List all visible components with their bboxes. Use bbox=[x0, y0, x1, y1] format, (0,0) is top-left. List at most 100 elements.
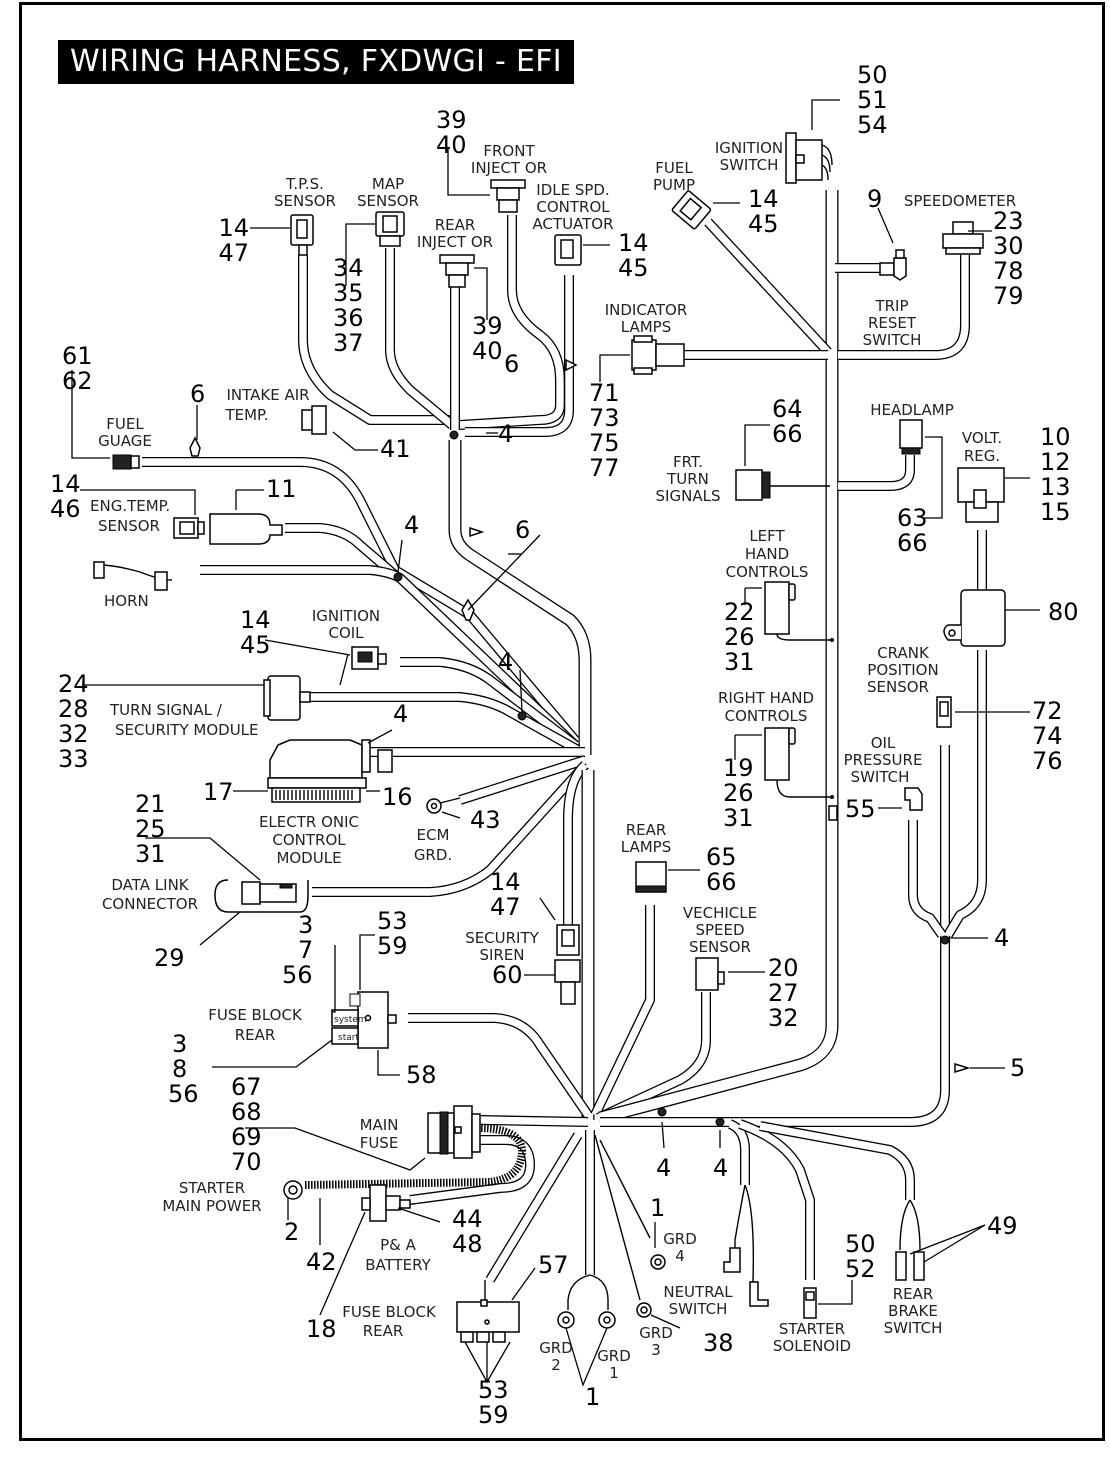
volt-reg-label: REG. bbox=[964, 447, 1000, 465]
clip-6-ref: 6 bbox=[190, 380, 205, 408]
fuse-block-rear-lower[interactable] bbox=[456, 1299, 520, 1343]
rear-brake-label: SWITCH bbox=[884, 1319, 943, 1337]
oil-pressure-ref: 55 bbox=[845, 795, 876, 823]
oil-pressure-label: PRESSURE bbox=[844, 751, 923, 769]
frt-turn-label: SIGNALS bbox=[656, 487, 721, 505]
rear-brake-label: REAR bbox=[893, 1285, 934, 1303]
headlamp-ref: 63 bbox=[897, 504, 928, 532]
rear-brake-switch-connectors[interactable] bbox=[895, 1251, 925, 1281]
data-link-connector[interactable] bbox=[214, 879, 309, 913]
speedometer-connector[interactable] bbox=[942, 221, 984, 255]
ecm-ground-terminal[interactable] bbox=[426, 797, 461, 814]
ground-terminal-grd2[interactable] bbox=[557, 1311, 575, 1329]
ground-terminal-grd3[interactable] bbox=[636, 1302, 652, 1318]
pa-battery-connector[interactable] bbox=[361, 1184, 411, 1222]
fuse-block-upper-label: REAR bbox=[235, 1026, 276, 1044]
eng-temp-sensor-connector[interactable] bbox=[173, 517, 205, 539]
security-siren-label: SECURITY bbox=[465, 929, 539, 947]
grd3-ref: 38 bbox=[703, 1329, 734, 1357]
left-hand-controls-ref: 31 bbox=[724, 648, 755, 676]
rear-injector-connector[interactable] bbox=[439, 254, 475, 288]
ignition-switch-ref: 54 bbox=[857, 111, 888, 139]
headlamp-connector[interactable] bbox=[899, 419, 923, 455]
main-fuse-ref: 69 bbox=[231, 1123, 262, 1151]
starter-solenoid-connector[interactable] bbox=[803, 1287, 817, 1319]
crank-position-label: SENSOR bbox=[867, 678, 929, 696]
grd12-ref: 1 bbox=[585, 1383, 600, 1411]
rear-lamps-ref: 66 bbox=[706, 868, 737, 896]
turn-signal-security-module-connector[interactable] bbox=[263, 675, 311, 721]
ignition-coil-label: IGNITION bbox=[312, 607, 380, 625]
rear-lamps-label: REAR bbox=[626, 821, 667, 839]
headlamp-ref: 66 bbox=[897, 529, 928, 557]
eng-temp-label: SENSOR bbox=[98, 517, 160, 535]
fuel-pump-connector[interactable] bbox=[671, 190, 712, 230]
speedometer-label: SPEEDOMETER bbox=[904, 192, 1016, 210]
ecm-ref: 16 bbox=[382, 783, 413, 811]
fuse-block-lower-ref: 57 bbox=[538, 1251, 569, 1279]
neutral-switch-terminals[interactable] bbox=[723, 1247, 769, 1307]
front-injector-connector[interactable] bbox=[490, 179, 526, 213]
ecm-ref: 17 bbox=[203, 778, 234, 806]
clip-6-ref: 6 bbox=[515, 516, 530, 544]
ignition-switch[interactable] bbox=[785, 132, 833, 184]
neutral-switch-label: NEUTRAL bbox=[663, 1283, 733, 1301]
crank-position-sensor-connector[interactable] bbox=[936, 696, 952, 728]
turn-signal-module-ref: 32 bbox=[58, 720, 89, 748]
security-siren-ref: 60 bbox=[492, 961, 523, 989]
electronic-control-module[interactable] bbox=[267, 739, 393, 803]
indicator-lamps-ref: 77 bbox=[589, 454, 620, 482]
part-80-module[interactable] bbox=[943, 589, 1006, 647]
indicator-lamps-ref: 75 bbox=[589, 429, 620, 457]
grd4-ref: 1 bbox=[650, 1194, 665, 1222]
starter-main-power-terminal[interactable] bbox=[283, 1180, 303, 1200]
front-turn-signals-connector[interactable] bbox=[735, 469, 830, 501]
data-link-ref: 25 bbox=[135, 815, 166, 843]
vehicle-speed-sensor-connector[interactable] bbox=[695, 957, 725, 991]
ground-terminal-grd4[interactable] bbox=[650, 1254, 666, 1270]
rear-lamps-connector[interactable] bbox=[635, 861, 667, 893]
left-hand-controls-connector[interactable] bbox=[764, 581, 834, 642]
rear-injector-ref: 40 bbox=[472, 337, 503, 365]
voltage-regulator-connector[interactable] bbox=[957, 467, 1005, 523]
speedometer-ref: 78 bbox=[993, 257, 1024, 285]
fuel-pump-label: PUMP bbox=[653, 176, 695, 194]
tps-sensor-connector[interactable] bbox=[290, 214, 314, 256]
idle-speed-actuator-connector[interactable] bbox=[554, 234, 582, 266]
horn-terminals[interactable] bbox=[93, 561, 168, 591]
ignition-coil-connector[interactable] bbox=[351, 646, 387, 670]
ecm-ground-ref: 43 bbox=[470, 806, 501, 834]
ignition-coil-ref: 45 bbox=[240, 631, 271, 659]
main-fuse-connector[interactable] bbox=[427, 1105, 481, 1159]
part-11-module[interactable] bbox=[209, 513, 283, 545]
fuse-block-upper-label: FUSE BLOCK bbox=[208, 1006, 303, 1024]
clip-4-ref: 4 bbox=[994, 924, 1009, 952]
indicator-lamps-connector[interactable] bbox=[631, 335, 685, 375]
fuse-block-upper-ref: 3 bbox=[298, 911, 313, 939]
frt-turn-label: TURN bbox=[666, 470, 709, 488]
idle-speed-label: IDLE SPD. bbox=[536, 181, 609, 199]
vss-label: SENSOR bbox=[689, 938, 751, 956]
oil-pressure-switch[interactable] bbox=[904, 787, 923, 811]
indicator-lamps-label: LAMPS bbox=[621, 318, 671, 336]
security-siren[interactable] bbox=[554, 924, 581, 1005]
fuel-gauge-label: GUAGE bbox=[98, 432, 152, 450]
ignition-switch-label: SWITCH bbox=[720, 156, 779, 174]
security-siren-label: SIREN bbox=[479, 946, 524, 964]
map-sensor-connector[interactable] bbox=[375, 211, 405, 247]
intake-air-temp-connector[interactable] bbox=[301, 405, 327, 435]
fuel-gauge-connector[interactable] bbox=[112, 454, 140, 470]
tps-sensor-label: SENSOR bbox=[274, 192, 336, 210]
fuel-gauge-ref: 61 bbox=[62, 342, 93, 370]
trip-reset-switch[interactable] bbox=[879, 249, 907, 281]
rear-brake-ref: 49 bbox=[987, 1212, 1018, 1240]
fuel-gauge-label: FUEL bbox=[106, 415, 144, 433]
fuse-block-upper-ref: 53 bbox=[377, 907, 408, 935]
security-siren-ref: 14 bbox=[490, 868, 521, 896]
fuse-block-rear-upper[interactable] bbox=[331, 991, 397, 1049]
horn-label: HORN bbox=[104, 592, 149, 610]
right-hand-controls-connector[interactable] bbox=[764, 727, 834, 799]
trip-reset-label: RESET bbox=[868, 314, 917, 332]
leader-lines bbox=[71, 99, 1040, 1387]
ground-terminal-grd1[interactable] bbox=[598, 1311, 616, 1329]
